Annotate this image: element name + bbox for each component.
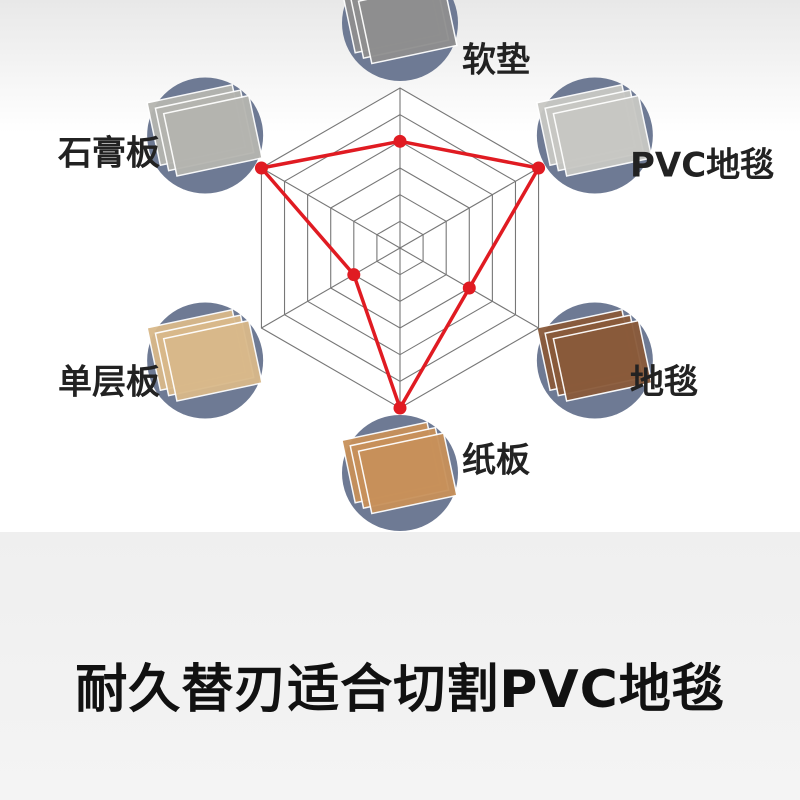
axis-label: 软垫 xyxy=(462,41,530,81)
grid-spoke xyxy=(261,167,401,249)
caption-background xyxy=(0,532,800,800)
gypsum-board-sample-icon xyxy=(146,77,264,194)
axis-label: PVC地毯 xyxy=(630,146,774,186)
data-point xyxy=(393,401,407,415)
data-point xyxy=(347,268,361,282)
data-point xyxy=(462,281,476,295)
grid-spoke xyxy=(399,167,539,249)
axis-label: 单层板 xyxy=(58,363,160,403)
data-point xyxy=(393,134,407,148)
caption-text: 耐久替刃适合切割PVC地毯 xyxy=(75,660,725,720)
radar-series xyxy=(254,134,546,415)
cardboard-sample-icon xyxy=(341,415,458,531)
axis-label: 地毯 xyxy=(630,363,698,403)
axis-label: 石膏板 xyxy=(57,134,160,174)
carpet-sample-icon xyxy=(535,302,653,419)
data-point xyxy=(532,161,546,175)
foam-pad-sample-icon xyxy=(341,0,458,81)
grid-spoke xyxy=(261,247,401,329)
axis-label: 纸板 xyxy=(462,441,530,481)
data-point xyxy=(254,161,268,175)
material-icons xyxy=(146,0,653,531)
plywood-sample-icon xyxy=(146,302,264,419)
pvc-sheet-sample-icon xyxy=(535,77,653,194)
